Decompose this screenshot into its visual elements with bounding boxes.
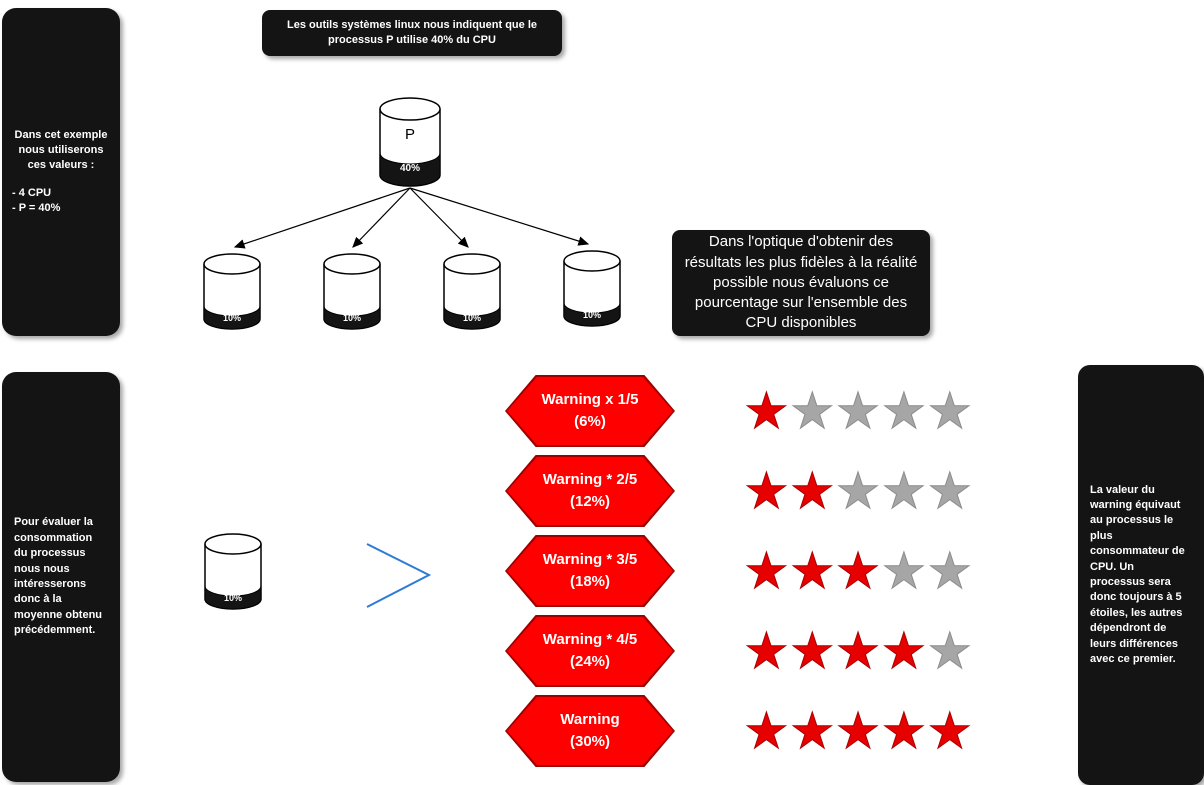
note-average: Pour évaluer la consommation du processu… bbox=[2, 372, 120, 782]
note-fidelity: Dans l'optique d'obtenir des résultats l… bbox=[672, 230, 930, 336]
star-filled-icon: ★ bbox=[789, 543, 836, 599]
warning-hexagon-2: Warning * 2/5 (12%) bbox=[505, 455, 675, 527]
star-empty-icon: ★ bbox=[789, 383, 836, 439]
warning-percent: (18%) bbox=[569, 573, 610, 590]
note-linux-tools: Les outils systèmes linux nous indiquent… bbox=[262, 10, 562, 56]
star-filled-icon: ★ bbox=[789, 703, 836, 759]
star-filled-icon: ★ bbox=[744, 463, 790, 519]
note-warning-value: La valeur du warning équivaut au process… bbox=[1078, 365, 1204, 785]
star-rating: ★★★★★ bbox=[744, 383, 974, 439]
fanout-arrows bbox=[233, 187, 590, 249]
star-empty-icon: ★ bbox=[835, 463, 882, 519]
cpu-cylinder-icon: 10% bbox=[443, 253, 501, 330]
warning-hexagon-3: Warning * 3/5 (18%) bbox=[505, 535, 675, 607]
warning-label: Warning * 4/5 bbox=[542, 631, 638, 649]
star-empty-icon: ★ bbox=[927, 623, 974, 679]
cpu-cylinder-icon: 10% bbox=[323, 253, 381, 330]
star-filled-icon: ★ bbox=[927, 703, 974, 759]
star-empty-icon: ★ bbox=[927, 463, 974, 519]
warning-percent: (24%) bbox=[569, 653, 610, 670]
star-rating: ★★★★★ bbox=[744, 463, 974, 519]
note-average-text: Pour évaluer la consommation du processu… bbox=[14, 516, 103, 637]
star-filled-icon: ★ bbox=[835, 623, 882, 679]
star-empty-icon: ★ bbox=[927, 383, 974, 439]
warning-label: Warning * 3/5 bbox=[542, 551, 638, 569]
star-rating: ★★★★★ bbox=[744, 703, 974, 759]
warning-label: Warning x 1/5 bbox=[541, 391, 639, 409]
cpu-usage: 10% bbox=[463, 313, 481, 323]
star-filled-icon: ★ bbox=[881, 703, 928, 759]
warning-hexagon-5: Warning (30%) bbox=[505, 695, 675, 767]
average-cylinder-icon: 10% bbox=[204, 533, 262, 610]
cpu-usage: 10% bbox=[583, 310, 601, 320]
star-empty-icon: ★ bbox=[881, 463, 928, 519]
warning-percent: (6%) bbox=[574, 413, 606, 430]
process-cylinder-icon: P 40% bbox=[379, 97, 441, 187]
star-empty-icon: ★ bbox=[835, 383, 882, 439]
star-filled-icon: ★ bbox=[744, 383, 790, 439]
note-linux-tools-text: Les outils systèmes linux nous indiquent… bbox=[287, 18, 537, 46]
example-value-line: - P = 40% bbox=[12, 202, 61, 215]
warning-label: Warning bbox=[560, 711, 620, 729]
cpu-usage: 10% bbox=[343, 313, 361, 323]
warning-hexagon-4: Warning * 4/5 (24%) bbox=[505, 615, 675, 687]
star-rating: ★★★★★ bbox=[744, 543, 974, 599]
star-empty-icon: ★ bbox=[881, 383, 928, 439]
star-filled-icon: ★ bbox=[835, 703, 882, 759]
star-rating: ★★★★★ bbox=[744, 623, 974, 679]
star-filled-icon: ★ bbox=[744, 623, 790, 679]
star-empty-icon: ★ bbox=[927, 543, 974, 599]
chevron-right-icon bbox=[366, 543, 432, 608]
average-usage: 10% bbox=[224, 593, 242, 603]
star-filled-icon: ★ bbox=[835, 543, 882, 599]
note-warning-value-text: La valeur du warning équivaut au process… bbox=[1090, 483, 1185, 665]
example-value-line: - 4 CPU bbox=[12, 187, 52, 200]
warning-percent: (12%) bbox=[569, 493, 610, 510]
star-filled-icon: ★ bbox=[744, 543, 790, 599]
star-filled-icon: ★ bbox=[744, 703, 790, 759]
note-fidelity-text: Dans l'optique d'obtenir des résultats l… bbox=[684, 233, 918, 332]
process-usage: 40% bbox=[400, 163, 420, 174]
star-empty-icon: ★ bbox=[881, 543, 928, 599]
star-filled-icon: ★ bbox=[789, 623, 836, 679]
cpu-cylinder-icon: 10% bbox=[563, 250, 621, 327]
star-filled-icon: ★ bbox=[881, 623, 928, 679]
process-label: P bbox=[405, 126, 415, 143]
warning-percent: (30%) bbox=[569, 733, 610, 750]
note-example-values: Dans cet exemple nous utiliserons ces va… bbox=[2, 8, 120, 336]
note-example-intro: Dans cet exemple nous utiliserons ces va… bbox=[14, 128, 108, 171]
warning-label: Warning * 2/5 bbox=[542, 471, 638, 489]
star-filled-icon: ★ bbox=[789, 463, 836, 519]
cpu-cylinder-icon: 10% bbox=[203, 253, 261, 330]
warning-hexagon-1: Warning x 1/5 (6%) bbox=[505, 375, 675, 447]
cpu-usage: 10% bbox=[223, 313, 241, 323]
